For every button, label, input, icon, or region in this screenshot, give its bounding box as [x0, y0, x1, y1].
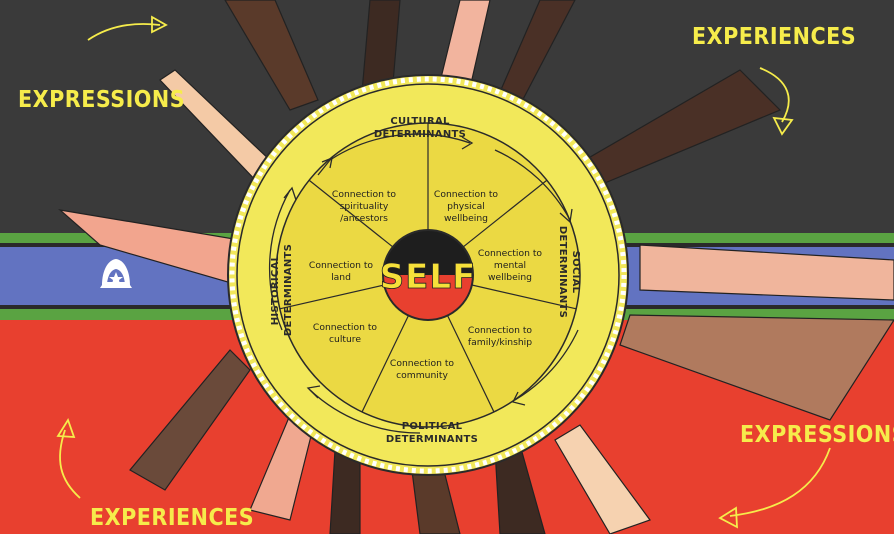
expressions-top-left: EXPRESSIONS	[18, 87, 185, 113]
expressions-bottom-right: EXPRESSIONS	[740, 422, 894, 448]
corner-arrows	[56, 15, 831, 529]
wellbeing-wheel: SELF	[227, 74, 629, 476]
social-determinants-line1: SOCIAL	[570, 251, 581, 294]
segment-family: Connection to family/kinship	[468, 325, 533, 348]
segment-physical-line2: physical	[447, 201, 485, 212]
corner-labels: EXPRESSIONS EXPERIENCES EXPRESSIONS EXPE…	[18, 24, 894, 531]
cycle-arrows	[268, 133, 579, 434]
segment-divider	[471, 284, 577, 310]
segment-community-line1: Connection to	[390, 358, 455, 369]
segment-mental-line3: wellbeing	[488, 272, 532, 283]
segment-physical-line3: wellbeing	[444, 213, 488, 224]
segment-spirituality-line1: Connection to	[332, 189, 397, 200]
experiences-bottom-left: EXPERIENCES	[90, 505, 254, 531]
segment-divider	[308, 179, 394, 248]
segment-culture: Connection to culture	[313, 322, 378, 345]
segment-land: Connection to land	[309, 260, 374, 283]
segment-culture-line2: culture	[329, 334, 361, 345]
self-label: SELF	[380, 257, 477, 297]
arms	[58, 0, 894, 535]
political-determinants-line1: POLITICAL	[402, 421, 463, 432]
experiences-top-right: EXPERIENCES	[692, 24, 856, 50]
segment-family-line1: Connection to	[468, 325, 533, 336]
segment-physical-line1: Connection to	[434, 189, 499, 200]
segment-labels: Connection to spirituality /ancestors Co…	[309, 189, 543, 381]
segment-community-line2: community	[396, 370, 448, 381]
segment-physical: Connection to physical wellbeing	[434, 189, 499, 224]
segment-mental-line1: Connection to	[478, 248, 543, 259]
historical-determinants-line2: DETERMINANTS	[283, 244, 294, 336]
segment-spirituality-line3: /ancestors	[340, 213, 388, 224]
segment-divider	[361, 315, 410, 413]
segment-community: Connection to community	[390, 358, 455, 381]
self-circle-bottom	[383, 275, 473, 320]
segment-spirituality: Connection to spirituality /ancestors	[332, 189, 397, 224]
segment-divider	[446, 315, 495, 413]
segment-dividers	[279, 123, 577, 413]
segment-family-line2: family/kinship	[468, 337, 532, 348]
segment-land-line2: land	[331, 272, 351, 283]
segment-culture-line1: Connection to	[313, 322, 378, 333]
segment-mental-line2: mental	[494, 260, 526, 271]
segment-divider	[462, 179, 548, 248]
historical-determinants-line1: HISTORICAL	[270, 254, 281, 325]
cultural-determinants-line1: CULTURAL	[390, 116, 450, 127]
segment-land-line1: Connection to	[309, 260, 374, 271]
segment-mental: Connection to mental wellbeing	[478, 248, 543, 283]
segment-spirituality-line2: spirituality	[340, 201, 389, 212]
political-determinants-line2: DETERMINANTS	[386, 434, 478, 445]
determinant-labels: CULTURAL DETERMINANTS SOCIAL DETERMINANT…	[270, 116, 581, 445]
segment-divider	[279, 284, 385, 310]
cultural-determinants-line2: DETERMINANTS	[374, 129, 466, 140]
dhari-headdress-icon-left	[100, 259, 132, 288]
social-determinants-line2: DETERMINANTS	[557, 226, 568, 318]
